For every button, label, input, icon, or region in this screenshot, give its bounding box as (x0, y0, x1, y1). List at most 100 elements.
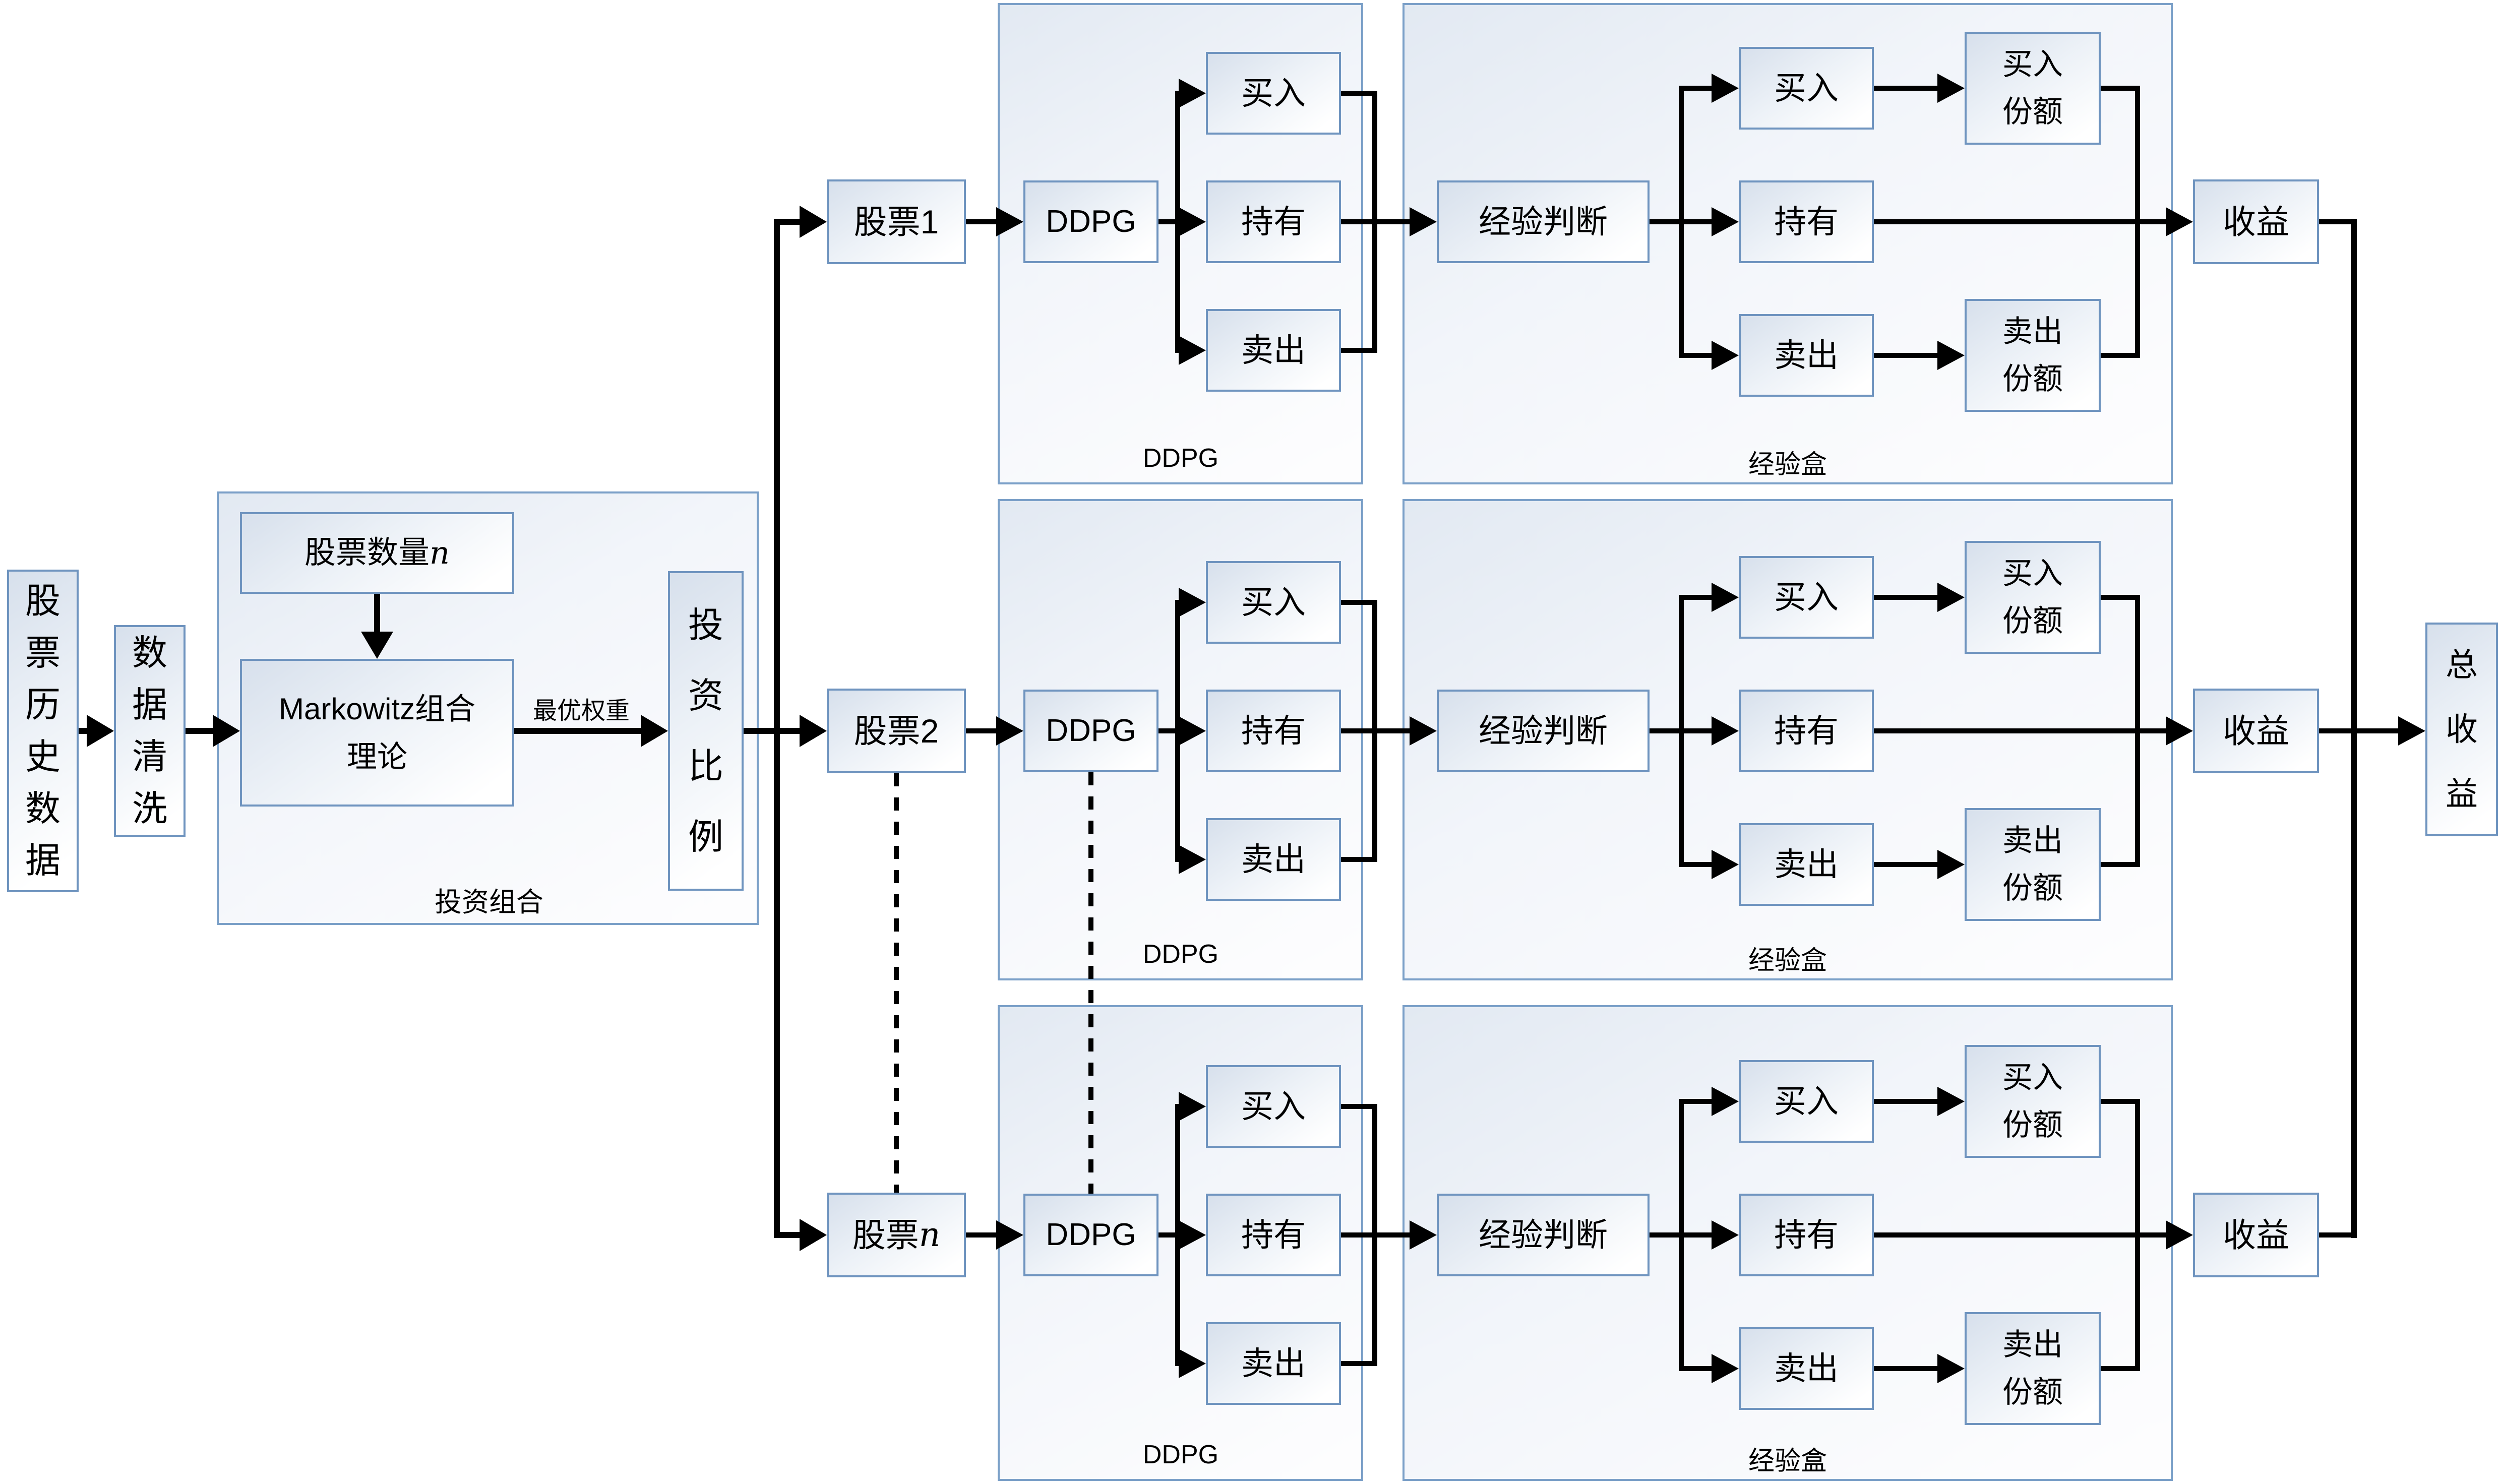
stock-number: 1 (920, 203, 939, 240)
arrowhead-icon (1179, 716, 1206, 746)
connector-line (1874, 219, 2166, 224)
exp-sell-box: 卖出 (1739, 1327, 1874, 1410)
connector-line (2319, 728, 2400, 733)
arrowhead-icon (1937, 1087, 1965, 1116)
arrowhead-icon (87, 715, 114, 747)
ddpg-group-label: DDPG (1142, 444, 1219, 473)
connector-line (1679, 728, 1714, 733)
exp-hold-box: 持有 (1739, 180, 1874, 263)
connector-line (514, 728, 643, 734)
connector-line (2101, 862, 2140, 867)
exp-sell-box: 卖出 (1739, 823, 1874, 906)
exp-hold-box: 持有 (1739, 1194, 1874, 1276)
ellipsis-dashed-line (1088, 772, 1093, 1194)
stock-count-label: 股票数量 (304, 535, 430, 571)
sell-box: 卖出 (1206, 1322, 1341, 1405)
stock-label: 股票 (853, 203, 921, 240)
arrowhead-icon (1410, 716, 1437, 746)
ddpg-box: DDPG (1023, 1194, 1158, 1276)
exp-sell-box: 卖出 (1739, 314, 1874, 397)
connector-line (1341, 1361, 1377, 1366)
buy-box: 买入 (1206, 52, 1341, 135)
connector-line (1874, 1366, 1939, 1371)
arrowhead-icon (1712, 850, 1739, 879)
connector-line (1341, 728, 1410, 733)
connector-line (1341, 1232, 1410, 1238)
arrowhead-icon (1410, 1220, 1437, 1250)
invest-ratio-box: 投 资 比 例 (668, 571, 744, 891)
arrowhead-icon (1179, 79, 1206, 108)
arrowhead-icon (1179, 588, 1206, 617)
connector-line (2319, 1232, 2357, 1238)
connector-line (1341, 348, 1377, 353)
stock-number: 2 (920, 712, 939, 750)
exp-hold-box: 持有 (1739, 690, 1874, 772)
hold-box: 持有 (1206, 180, 1341, 263)
connector-line (744, 728, 780, 734)
connector-line (2101, 1099, 2140, 1104)
arrowhead-icon (1179, 1220, 1206, 1250)
connector-line (966, 219, 998, 224)
buy-box: 买入 (1206, 561, 1341, 644)
experience-judge-box: 经验判断 (1437, 180, 1650, 263)
income-box: 收益 (2193, 1193, 2319, 1277)
experience-judge-box: 经验判断 (1437, 690, 1650, 772)
connector-line (1679, 1366, 1714, 1371)
connector-line (966, 728, 998, 733)
hold-box: 持有 (1206, 690, 1341, 772)
ddpg-group-label: DDPG (1142, 940, 1219, 969)
connector-line (1158, 728, 1180, 733)
connector-line (186, 728, 215, 734)
connector-line (966, 1232, 998, 1238)
arrowhead-icon (1712, 1220, 1739, 1250)
arrowhead-icon (800, 206, 827, 238)
branch-line (1175, 600, 1180, 862)
arrowhead-icon (1937, 1354, 1965, 1383)
ddpg-box: DDPG (1023, 180, 1158, 263)
arrowhead-icon (1179, 336, 1206, 365)
arrowhead-icon (1937, 583, 1965, 612)
arrowhead-icon (996, 207, 1023, 236)
experience-group-label: 经验盒 (1748, 946, 1827, 975)
sell-share-box: 卖出 份额 (1965, 1312, 2101, 1425)
connector-line (2101, 86, 2140, 91)
connector-line (1679, 86, 1714, 91)
markowitz-box: Markowitz组合 理论 (240, 659, 514, 807)
arrowhead-icon (996, 1220, 1023, 1250)
ddpg-box: DDPG (1023, 690, 1158, 772)
stock-label: 股票 (853, 712, 921, 750)
income-box: 收益 (2193, 179, 2319, 264)
arrowhead-icon (1937, 850, 1965, 879)
hold-box: 持有 (1206, 1194, 1341, 1276)
data-clean-box: 数 据 清 洗 (114, 625, 186, 837)
experience-group-label: 经验盒 (1748, 450, 1827, 479)
connector-line (1341, 1104, 1377, 1109)
arrowhead-icon (1712, 583, 1739, 612)
connector-line (1874, 1099, 1939, 1104)
arrowhead-icon (1937, 74, 1965, 103)
branch-line (1175, 1104, 1180, 1366)
connector-line (2101, 595, 2140, 600)
connector-line (777, 1232, 803, 1238)
connector-line (1874, 595, 1939, 600)
connector-line (1874, 86, 1939, 91)
arrowhead-icon (1712, 341, 1739, 370)
arrowhead-icon (800, 715, 827, 747)
ddpg-group-label: DDPG (1142, 1440, 1219, 1469)
stock-label: 股票 (852, 1216, 919, 1254)
arrowhead-icon (1712, 716, 1739, 746)
connector-line (1679, 1099, 1714, 1104)
connector-line (1341, 857, 1377, 862)
arrowhead-icon (1179, 1092, 1206, 1121)
sell-box: 卖出 (1206, 309, 1341, 392)
experience-judge-box: 经验判断 (1437, 1194, 1650, 1276)
optimal-weight-label: 最优权重 (532, 698, 630, 724)
connector-line (1679, 595, 1714, 600)
connector-line (374, 594, 380, 634)
connector-line (1650, 219, 1684, 224)
connector-line (2101, 353, 2140, 358)
connector-line (1341, 600, 1377, 605)
ellipsis-dashed-line (894, 773, 899, 1193)
